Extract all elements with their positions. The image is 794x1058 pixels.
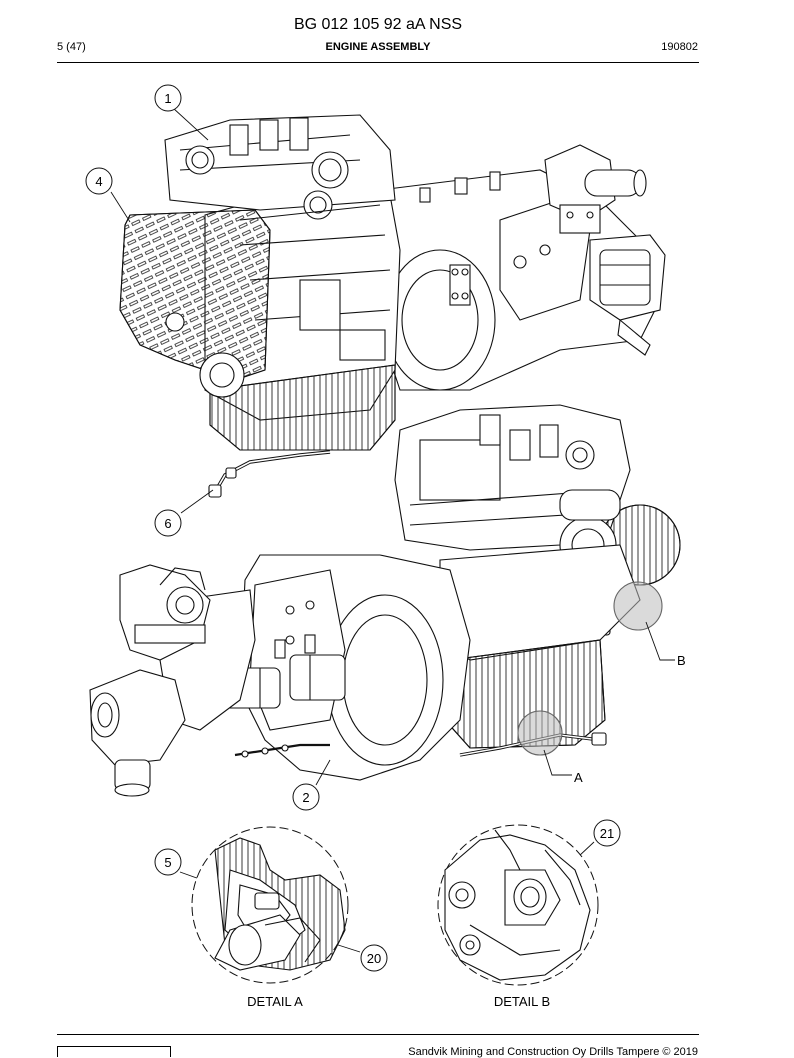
callout-20: 20 [367, 951, 381, 966]
detail-a-view [191, 826, 349, 984]
callout-5: 5 [164, 855, 171, 870]
section-title: ENGINE ASSEMBLY [325, 41, 431, 53]
top-engine-view [119, 114, 666, 498]
callout-21: 21 [600, 826, 614, 841]
callout-4: 4 [95, 174, 102, 189]
detail-a-label: DETAIL A [247, 994, 303, 1009]
callout-2: 2 [302, 790, 309, 805]
bottom-engine-view [89, 404, 681, 797]
callout-a: A [574, 770, 583, 785]
callout-6: 6 [164, 516, 171, 531]
document-title: BG 012 105 92 aA NSS [293, 16, 463, 33]
detail-b-label: DETAIL B [494, 994, 550, 1009]
callout-1: 1 [164, 91, 171, 106]
header-rule [57, 62, 699, 63]
sandvik-logo [57, 1046, 171, 1057]
callout-b: B [677, 653, 686, 668]
callout-circles [85, 84, 621, 972]
footer-copyright: Sandvik Mining and Construction Oy Drill… [408, 1046, 698, 1058]
page-number: 5 (47) [57, 41, 86, 53]
detail-b-view [437, 824, 599, 986]
document-date: 190802 [661, 41, 698, 53]
footer-rule [57, 1034, 699, 1035]
